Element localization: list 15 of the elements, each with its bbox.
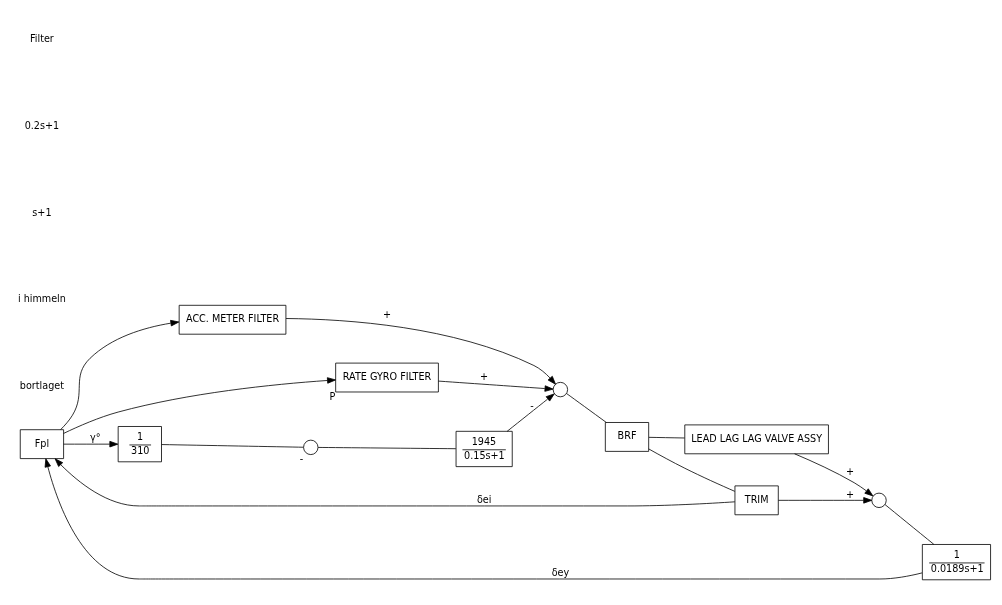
edge-label: γ° xyxy=(90,432,101,444)
label: s+1 xyxy=(32,206,52,218)
edge-label: + xyxy=(846,488,855,500)
label: bortlaget xyxy=(19,379,64,391)
edge-label: δei xyxy=(476,494,492,506)
edge-label: - xyxy=(530,399,534,411)
label: Filter xyxy=(30,33,54,45)
node-label: - xyxy=(299,453,304,465)
edge-label: + xyxy=(846,466,855,478)
label: 0.2s+1 xyxy=(24,119,60,131)
edge-label: δey xyxy=(551,567,570,579)
edge-label: + xyxy=(383,308,392,320)
label: i himmeln xyxy=(17,293,66,305)
edge-label: + xyxy=(480,371,489,383)
node-label: P xyxy=(329,390,336,402)
